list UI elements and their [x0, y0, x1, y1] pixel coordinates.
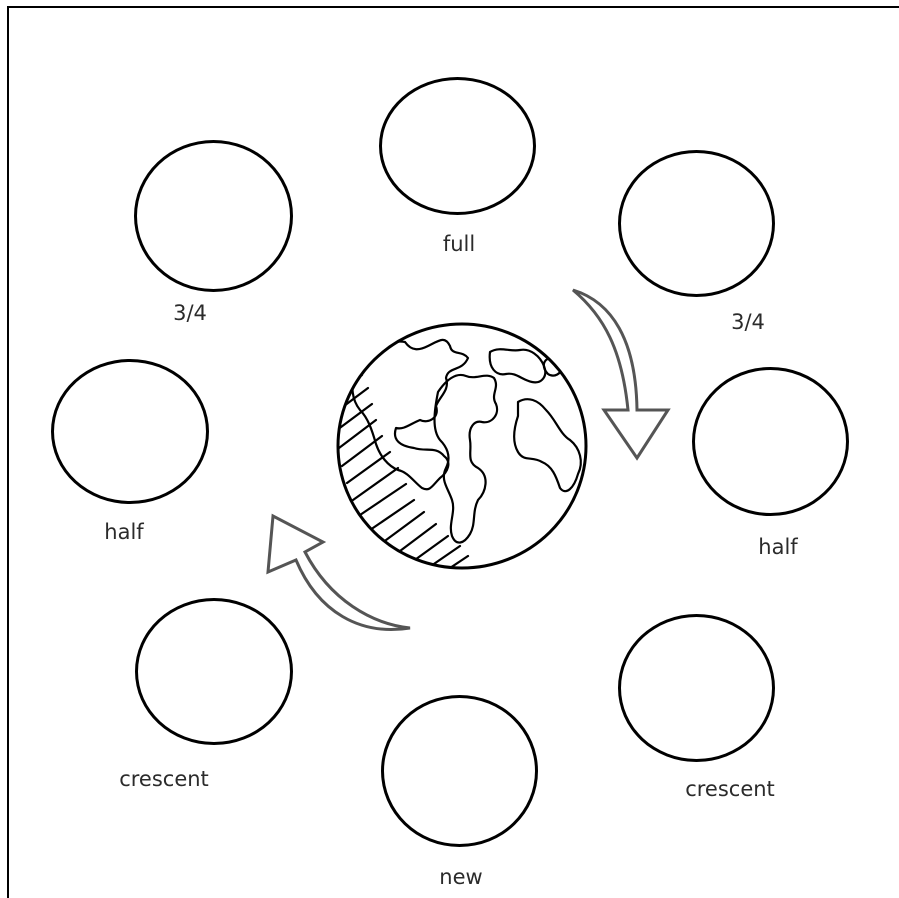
- orbit-arrow-down-icon: [573, 290, 668, 458]
- earth-icon: [336, 324, 586, 572]
